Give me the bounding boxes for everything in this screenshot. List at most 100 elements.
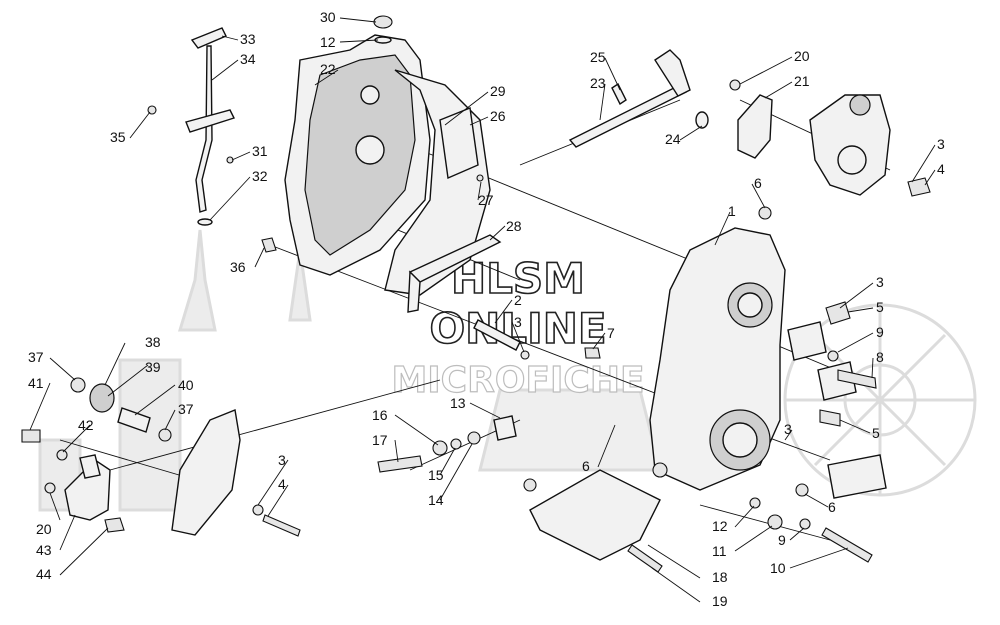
callout-40: 40 xyxy=(178,377,194,393)
dipstick-bracket xyxy=(185,109,235,133)
tensioner-parts xyxy=(407,234,601,360)
bolt-5a xyxy=(825,301,851,325)
upper-bore-inner xyxy=(737,292,763,318)
callout-32: 32 xyxy=(252,168,268,184)
washer-37a xyxy=(70,377,86,393)
sleeve-upper xyxy=(787,321,827,361)
callout-42: 42 xyxy=(78,417,94,433)
callout-43: 43 xyxy=(36,542,52,558)
nut-11 xyxy=(767,514,783,530)
dipstick-handle xyxy=(190,27,227,49)
watermark-line1: HLSM xyxy=(451,254,585,303)
mount-bolt-36 xyxy=(261,237,277,253)
callout-6-center: 6 xyxy=(582,458,590,474)
washer-3e xyxy=(252,504,264,516)
callout-29: 29 xyxy=(490,83,506,99)
nut-20a xyxy=(729,79,741,91)
housing-pivot xyxy=(849,94,871,116)
callout-12-upper: 12 xyxy=(320,34,336,50)
callout-34: 34 xyxy=(240,51,256,67)
callout-28: 28 xyxy=(506,218,522,234)
washer-15 xyxy=(450,438,462,450)
bolt-8 xyxy=(837,369,877,389)
callout-23: 23 xyxy=(590,75,606,91)
callout-6-lower-right: 6 xyxy=(828,499,836,515)
callout-3-upper-right: 3 xyxy=(937,136,945,152)
shaft-lever xyxy=(654,49,691,97)
callout-labels: 33 34 35 31 32 30 12 22 29 26 27 25 23 2… xyxy=(28,9,945,609)
plate-26 xyxy=(439,107,479,180)
lower-bracket xyxy=(523,462,668,573)
dipstick-assembly xyxy=(147,27,235,226)
roller-38 xyxy=(89,383,115,413)
callout-35: 35 xyxy=(110,129,126,145)
callout-20-lower: 20 xyxy=(36,521,52,537)
bolt-7 xyxy=(584,347,601,359)
bolt-4a xyxy=(907,177,931,197)
callout-3-right: 3 xyxy=(876,274,884,290)
nut-20b xyxy=(44,482,56,494)
cover-boss xyxy=(355,135,385,165)
washer-12b xyxy=(749,497,761,509)
pin-25 xyxy=(611,82,627,106)
callout-37-upper: 37 xyxy=(28,349,44,365)
shift-housing xyxy=(729,79,931,197)
screw-27 xyxy=(476,174,484,182)
callout-37-lower: 37 xyxy=(178,401,194,417)
inspection-plate xyxy=(439,107,484,182)
callout-4-upper-right: 4 xyxy=(937,161,945,177)
chaincase-housing xyxy=(649,206,887,499)
washer-9b xyxy=(799,518,811,530)
callout-13: 13 xyxy=(450,395,466,411)
callout-18: 18 xyxy=(712,569,728,585)
housing-body xyxy=(809,94,891,196)
callout-9-upper: 9 xyxy=(876,324,884,340)
callout-21: 21 xyxy=(794,73,810,89)
callout-26: 26 xyxy=(490,108,506,124)
bolt-10 xyxy=(821,527,873,563)
callout-6-upper: 6 xyxy=(754,175,762,191)
callout-31: 31 xyxy=(252,143,268,159)
nut-6b xyxy=(523,478,537,492)
bolt-41 xyxy=(21,429,41,443)
left-parts xyxy=(21,377,301,537)
center-fasteners xyxy=(377,415,517,473)
nut-6a xyxy=(758,206,772,220)
washer-42 xyxy=(56,449,68,461)
callout-12-lower: 12 xyxy=(712,518,728,534)
callout-1: 1 xyxy=(728,203,736,219)
lower-bore-inner xyxy=(722,422,758,458)
bolt-44 xyxy=(104,517,125,533)
callout-36: 36 xyxy=(230,259,246,275)
callout-11: 11 xyxy=(712,543,727,559)
callout-24: 24 xyxy=(665,131,681,147)
callout-leaders xyxy=(29,17,936,603)
washer-9a xyxy=(827,350,839,362)
block-39 xyxy=(79,454,101,479)
washer-boss xyxy=(652,462,668,478)
callout-3-left: 3 xyxy=(278,452,286,468)
callout-15: 15 xyxy=(428,467,444,483)
tensioner-arm xyxy=(407,270,421,313)
callout-44: 44 xyxy=(36,566,52,582)
fill-cap xyxy=(373,15,393,29)
bolt-17 xyxy=(377,455,423,473)
callout-3-center: 3 xyxy=(514,314,522,330)
callout-5-upper: 5 xyxy=(876,299,884,315)
washer-37b xyxy=(158,428,172,442)
washer-14 xyxy=(467,431,481,445)
callout-9-lower: 9 xyxy=(778,532,786,548)
bracket-18 xyxy=(529,469,661,561)
callout-14: 14 xyxy=(428,492,444,508)
callout-30: 30 xyxy=(320,9,336,25)
callout-27: 27 xyxy=(478,192,494,208)
callout-20-upper: 20 xyxy=(794,48,810,64)
callout-41: 41 xyxy=(28,375,44,391)
callout-19: 19 xyxy=(712,593,728,609)
nut-6c xyxy=(795,483,809,497)
callout-33: 33 xyxy=(240,31,256,47)
right-fasteners xyxy=(749,301,877,563)
watermark-line3: MICROFICHE xyxy=(391,360,644,401)
callout-2: 2 xyxy=(514,292,522,308)
